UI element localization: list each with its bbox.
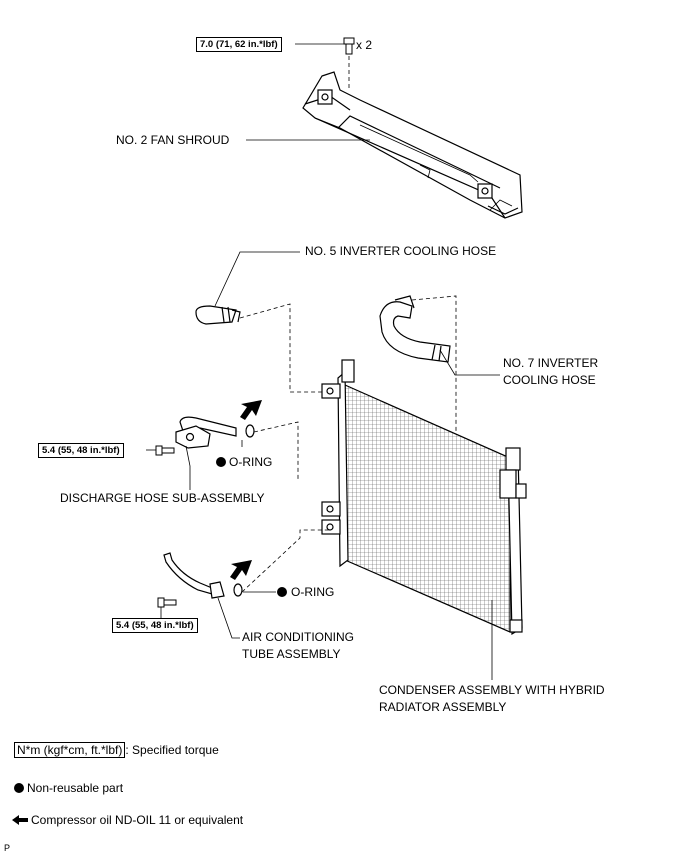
label-ac-tube-line1: AIR CONDITIONING [242,630,355,644]
label-o-ring-1: O-RING [229,455,273,469]
oil-arrow-icon [12,815,28,825]
label-condenser-line1: CONDENSER ASSEMBLY WITH HYBRID [379,683,605,697]
legend-torque-desc: : Specified torque [125,743,219,757]
label-hose-7-line1: NO. 7 INVERTER [503,356,599,370]
label-hose-5: NO. 5 INVERTER COOLING HOSE [305,244,497,258]
shroud-bolt [343,37,355,88]
legend-compressor-oil: Compressor oil ND-OIL 11 or equivalent [12,813,243,828]
legend-torque-unit: N*m (kgf*cm, ft.*lbf) [14,742,126,758]
label-ac-tube-line2: TUBE ASSEMBLY [242,647,341,661]
oil-arrow-2 [230,560,252,580]
label-hose-7-line2: COOLING HOSE [503,373,596,387]
label-o-ring-2: O-RING [291,585,335,599]
legend-nonreusable: Non-reusable part [14,781,123,796]
label-condenser-line2: RADIATOR ASSEMBLY [379,700,507,714]
label-discharge-hose: DISCHARGE HOSE SUB-ASSEMBLY [60,491,265,505]
oil-arrow-1 [240,400,262,420]
o-ring-1 [245,424,255,438]
bolt-quantity: x 2 [356,38,373,52]
fan-shroud-part [302,71,523,219]
torque-tube-bolt: 5.4 (55, 48 in.*lbf) [112,618,198,633]
discharge-bolt [155,445,175,456]
inverter-cooling-hose-7 [379,295,451,363]
legend-torque: N*m (kgf*cm, ft.*lbf): Specified torque [14,742,219,758]
legend-compressor-oil-text: Compressor oil ND-OIL 11 or equivalent [31,813,244,827]
page-marker: P [4,843,11,853]
torque-shroud-bolt: 7.0 (71, 62 in.*lbf) [196,37,282,52]
non-reusable-dot-icon [277,587,287,597]
ac-tube-part [163,552,225,599]
label-fan-shroud: NO. 2 FAN SHROUD [116,133,230,147]
non-reusable-dot-icon [216,457,226,467]
non-reusable-dot-icon [14,783,24,793]
o-ring-2 [233,583,243,597]
inverter-cooling-hose-5 [195,305,241,325]
tube-bolt [157,597,177,608]
torque-discharge-bolt: 5.4 (55, 48 in.*lbf) [38,443,124,458]
discharge-hose-part [175,416,237,449]
legend-nonreusable-text: Non-reusable part [27,781,124,795]
condenser-assembly-part [321,359,527,636]
